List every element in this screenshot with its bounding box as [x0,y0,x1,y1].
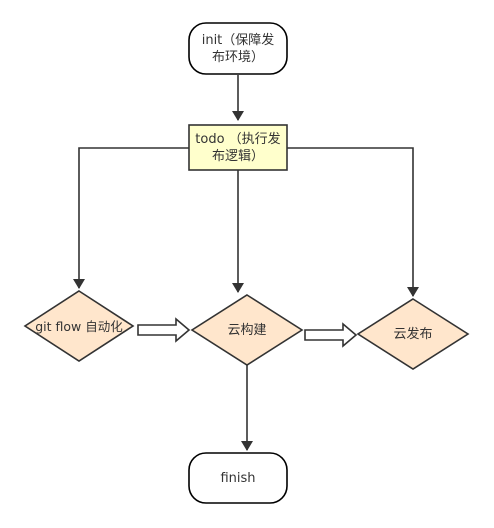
node-cloud-release-shape [356,298,470,370]
node-cloud-build-shape [190,294,304,366]
hollow-arrow-cloud-build-to-cloud-release [304,322,358,348]
node-cloud-release-text: 云发布 [393,326,433,342]
node-cloud-release-label: 云发布 [373,324,453,344]
node-finish-text: finish [220,470,256,486]
node-todo-text: todo （执行发布逻辑） [195,132,281,164]
edge-todo-to-git-flow [73,147,190,289]
node-git-flow-label: git flow 自动化 [25,316,133,336]
node-init-label: init（保障发布环境） [197,27,279,70]
node-init-shape [188,22,288,75]
node-finish-label: finish [195,468,281,488]
node-cloud-build-text: 云构建 [227,322,267,338]
node-todo-label: todo （执行发布逻辑） [195,128,281,168]
node-init-text: init（保障发布环境） [201,32,275,65]
node-todo-shape [188,124,288,171]
hollow-arrow-git-flow-to-cloud-build [137,317,191,343]
node-cloud-build-label: 云构建 [207,320,287,340]
node-finish-shape [188,452,288,504]
edge-todo-to-cloud-release [287,147,419,297]
node-git-flow-shape [23,290,135,362]
node-git-flow-text: git flow 自动化 [35,318,123,334]
